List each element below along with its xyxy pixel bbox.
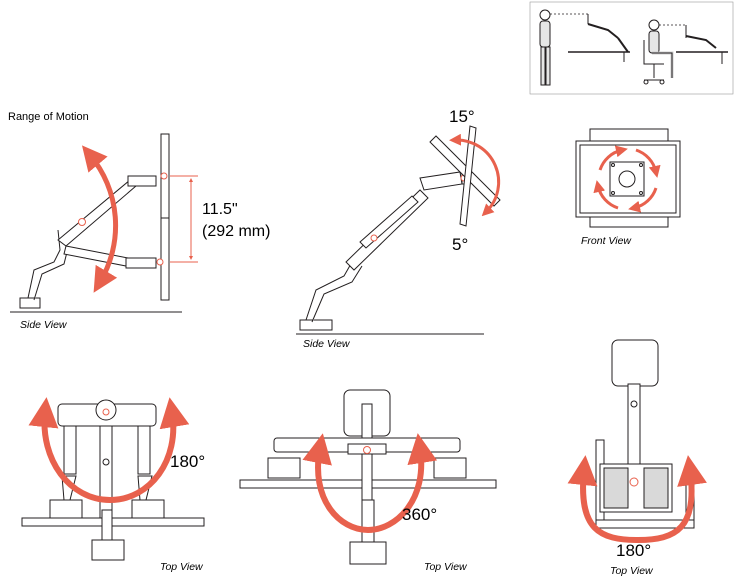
height-measurement-mm: (292 mm)	[202, 223, 270, 240]
pan-angle-3: 180°	[616, 541, 651, 560]
pan-angle-2: 360°	[402, 505, 437, 524]
rotation-arrow	[593, 145, 661, 213]
pan-arrow-2	[302, 433, 438, 534]
top-view-2	[239, 389, 497, 565]
tilt-down-label: 5°	[452, 235, 468, 254]
pan-arrow-3	[567, 455, 707, 544]
height-arrow	[81, 145, 119, 293]
top-view-1	[21, 399, 205, 561]
diagram-title: Range of Motion	[8, 111, 89, 123]
ergonomics-inset	[529, 1, 734, 95]
top-view-3	[595, 339, 695, 529]
side-view-label-1: Side View	[20, 319, 68, 331]
top-view-label-3: Top View	[610, 565, 654, 577]
pan-angle-1: 180°	[170, 452, 205, 471]
height-dimension	[170, 175, 198, 263]
side-view-label-2: Side View	[303, 338, 351, 350]
height-measurement-in: 11.5"	[202, 201, 238, 218]
top-view-label-1: Top View	[160, 561, 204, 573]
side-view-tilt	[296, 125, 501, 335]
standing-user-icon	[539, 9, 630, 86]
front-view	[575, 128, 681, 228]
front-view-label: Front View	[581, 235, 632, 247]
tilt-up-label: 15°	[449, 107, 475, 126]
pan-arrow-1	[28, 397, 190, 504]
top-view-label-2: Top View	[424, 561, 468, 573]
tilt-arrow	[449, 133, 501, 217]
seated-user-icon	[643, 19, 728, 85]
